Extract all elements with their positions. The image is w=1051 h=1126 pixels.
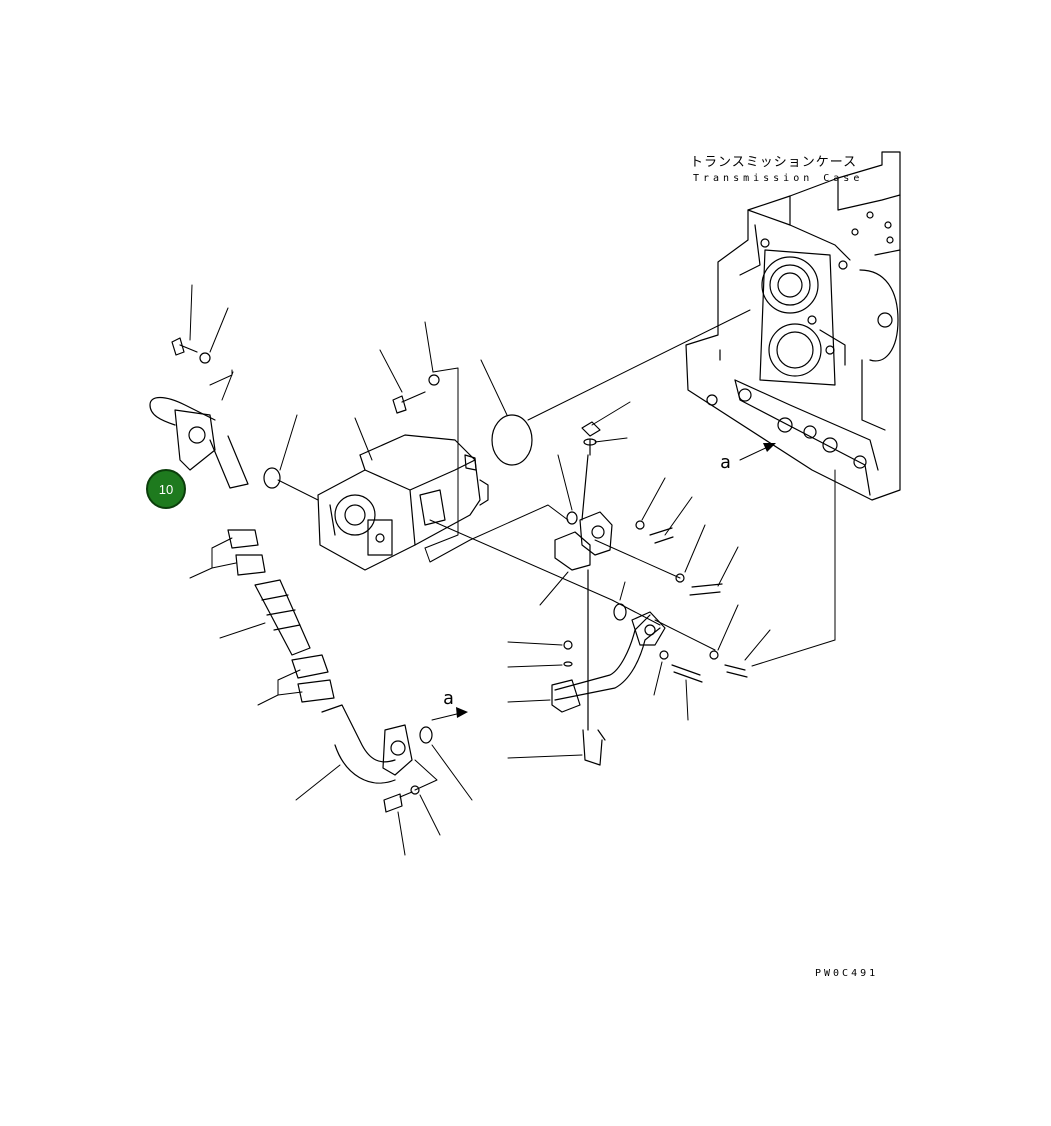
arrowheads bbox=[456, 443, 776, 718]
drawing-code: PW0C491 bbox=[815, 968, 878, 979]
oil-line-assembly bbox=[551, 421, 748, 766]
bolt-set-upper-left bbox=[171, 337, 440, 414]
suction-pipe-assembly bbox=[149, 396, 420, 813]
transmission-case bbox=[685, 151, 901, 501]
label-transmission-case-jp: トランスミッションケース bbox=[690, 155, 857, 170]
arrows bbox=[431, 444, 773, 721]
arrow-label-a-center: a bbox=[443, 688, 454, 709]
o-rings bbox=[263, 414, 627, 744]
callout-badge-10[interactable]: 10 bbox=[146, 469, 186, 509]
label-transmission-case-en: Transmission Case bbox=[693, 173, 863, 184]
arrow-label-a-right: a bbox=[720, 452, 731, 473]
callout-number: 10 bbox=[159, 482, 173, 497]
hydraulic-pump bbox=[317, 434, 489, 571]
leader-lines bbox=[189, 284, 836, 856]
